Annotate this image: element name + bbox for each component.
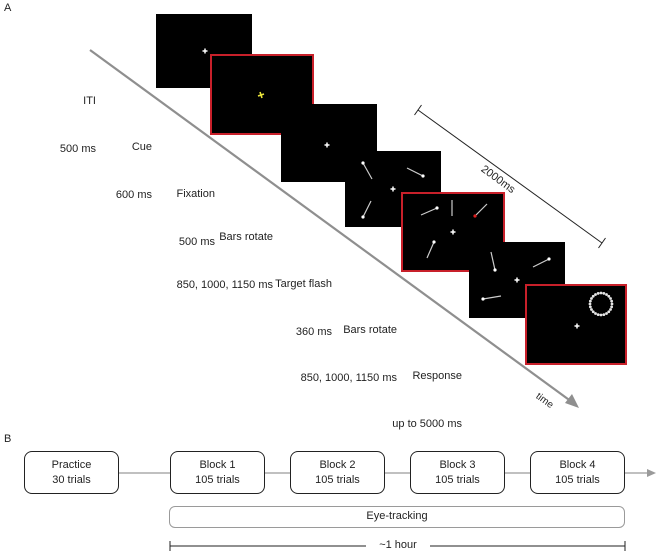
block-trials: 30 trials: [52, 473, 91, 486]
cue-symbol-icon: [257, 91, 265, 99]
response-ring-dot: [588, 305, 592, 309]
event-duration: 360 ms: [295, 326, 332, 338]
event-duration: 500 ms: [178, 236, 215, 248]
event-label-response: Response up to 5000 ms: [392, 336, 462, 448]
response-ring-dot: [609, 308, 612, 311]
block-title: Block 2: [319, 458, 356, 471]
event-name: ITI: [83, 95, 96, 107]
response-ring-dot: [591, 310, 595, 314]
event-name: Target flash: [275, 278, 332, 290]
response-ring-dot: [591, 294, 595, 298]
event-duration: up to 5000 ms: [392, 418, 462, 430]
response-ring-dot: [599, 313, 603, 317]
block-3-box: Block 3 105 trials: [410, 451, 505, 494]
response-ring-dot: [605, 312, 608, 315]
event-label-fixation: Fixation 500 ms: [176, 154, 215, 266]
event-name: Response: [412, 370, 462, 382]
response-ring-dot: [602, 291, 606, 295]
frame-response: [525, 284, 627, 365]
response-ring-dot: [590, 308, 593, 311]
block-title: Block 4: [559, 458, 596, 471]
event-name: Fixation: [176, 188, 215, 200]
response-ring-dot: [594, 312, 597, 315]
fixation-cross-icon: [202, 48, 208, 54]
block-trials: 105 trials: [195, 473, 240, 486]
response-ring-dot: [588, 302, 592, 306]
block-4-box: Block 4 105 trials: [530, 451, 625, 494]
event-name: Cue: [131, 141, 152, 153]
response-ring-dot: [607, 310, 611, 314]
eye-tracking-bar: Eye-tracking: [169, 506, 625, 528]
response-ring-dot: [605, 293, 608, 296]
practice-box: Practice 30 trials: [24, 451, 119, 494]
response-ring-dot: [610, 305, 614, 309]
block-trials: 105 trials: [435, 473, 480, 486]
session-duration-label: ~1 hour: [379, 539, 417, 551]
target-flash-icon: [420, 200, 488, 259]
response-ring-dot: [602, 313, 606, 317]
event-label-bars-rotate-2: Bars rotate 850, 1000, 1150 ms: [301, 290, 397, 402]
event-duration: 850, 1000, 1150 ms: [176, 279, 273, 291]
fixation-cross-icon: [324, 142, 330, 148]
block-trials: 105 trials: [315, 473, 360, 486]
block-trials: 105 trials: [555, 473, 600, 486]
response-ring-dot: [610, 299, 614, 303]
panel-a-letter: A: [4, 2, 12, 14]
response-ring-dot: [588, 299, 592, 303]
block-title: Practice: [51, 458, 92, 471]
response-ring-dot: [607, 294, 611, 298]
panel-b-letter: B: [4, 433, 12, 445]
rotating-bars-icon: [481, 251, 551, 301]
event-label-iti: ITI 500 ms: [60, 61, 96, 173]
event-name: Bars rotate: [219, 231, 273, 243]
response-ring-dot: [590, 297, 593, 300]
event-duration: 600 ms: [115, 189, 152, 201]
response-ring-dot: [596, 291, 600, 295]
block-1-box: Block 1 105 trials: [170, 451, 265, 494]
response-ring-dot: [594, 293, 597, 296]
event-name: Bars rotate: [343, 324, 397, 336]
rotating-bars-icon: [361, 161, 425, 219]
response-ring-dot: [596, 313, 600, 317]
event-duration: 850, 1000, 1150 ms: [300, 372, 397, 384]
event-label-cue: Cue 600 ms: [116, 107, 152, 219]
event-label-target-flash: Target flash 360 ms: [275, 244, 332, 356]
block-2-box: Block 2 105 trials: [290, 451, 385, 494]
response-ring-dot: [599, 291, 603, 295]
event-label-bars-rotate-1: Bars rotate 850, 1000, 1150 ms: [177, 197, 273, 309]
block-title: Block 1: [199, 458, 236, 471]
response-ring-dot: [609, 297, 612, 300]
response-ring-dot: [610, 302, 614, 306]
block-title: Block 3: [439, 458, 476, 471]
event-duration: 500 ms: [59, 143, 96, 155]
response-ring-icon: [574, 291, 614, 329]
